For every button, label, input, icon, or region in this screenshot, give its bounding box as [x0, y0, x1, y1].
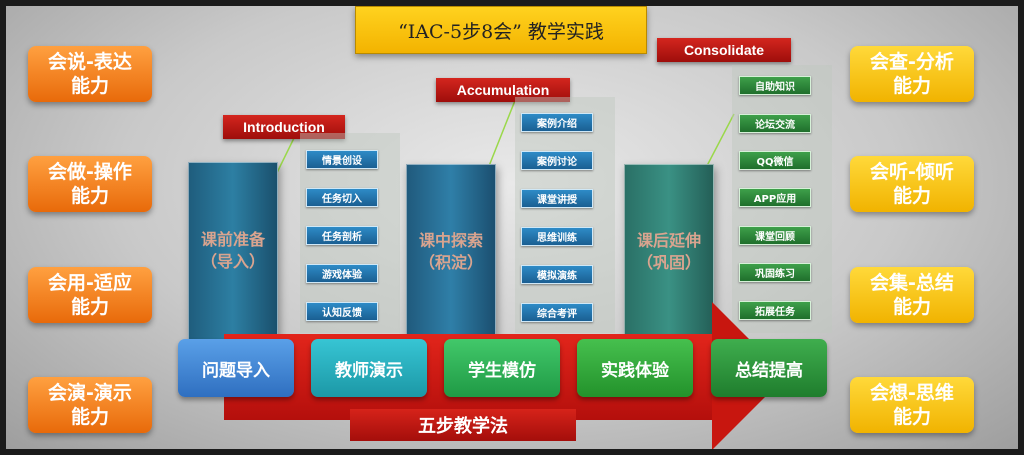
- stage-item: 综合考评: [521, 303, 593, 322]
- stage-panel-accumulation: [515, 97, 615, 333]
- stage-item: 课堂回顾: [739, 226, 811, 245]
- stage-item: 课堂讲授: [521, 189, 593, 208]
- stage-item: 认知反馈: [306, 302, 378, 321]
- ability-box-speak: 会说-表达 能力: [28, 46, 152, 102]
- step-problem-intro: 问题导入: [178, 339, 294, 397]
- stage-item: 案例讨论: [521, 151, 593, 170]
- diagram-title: “IAC-5步8会” 教学实践: [355, 6, 647, 54]
- stage-sign-introduction: Introduction: [223, 115, 345, 139]
- method-label: 五步教学法: [350, 409, 576, 441]
- diagram-canvas: “IAC-5步8会” 教学实践 会说-表达 能力 会做-操作 能力 会用-适应 …: [6, 6, 1018, 449]
- stage-item: 案例介绍: [521, 113, 593, 132]
- ability-box-demonstrate: 会演-演示 能力: [28, 377, 152, 433]
- ability-box-analyze: 会查-分析 能力: [850, 46, 974, 102]
- stage-item: 思维训练: [521, 227, 593, 246]
- stage-item: APP应用: [739, 188, 811, 207]
- ability-box-apply: 会用-适应 能力: [28, 267, 152, 323]
- ability-box-think: 会想-思维 能力: [850, 377, 974, 433]
- stage-item: 自助知识: [739, 76, 811, 95]
- stage-item: 巩固练习: [739, 263, 811, 282]
- step-practice: 实践体验: [577, 339, 693, 397]
- stage-item: 论坛交流: [739, 114, 811, 133]
- ability-box-listen: 会听-倾听 能力: [850, 156, 974, 212]
- stage-item: 任务切入: [306, 188, 378, 207]
- stage-book-consolidate: 课后延伸 （巩固）: [624, 164, 714, 340]
- step-teacher-demo: 教师演示: [311, 339, 427, 397]
- stage-item: 模拟演练: [521, 265, 593, 284]
- stage-item: 任务剖析: [306, 226, 378, 245]
- stage-sign-consolidate: Consolidate: [657, 38, 791, 62]
- stage-sign-accumulation: Accumulation: [436, 78, 570, 102]
- step-student-imitate: 学生模仿: [444, 339, 560, 397]
- stage-book-introduction: 课前准备 （导入）: [188, 162, 278, 340]
- step-summary: 总结提高: [711, 339, 827, 397]
- ability-box-summarize: 会集-总结 能力: [850, 267, 974, 323]
- stage-item: 情景创设: [306, 150, 378, 169]
- stage-item: 游戏体验: [306, 264, 378, 283]
- stage-item: QQ微信: [739, 151, 811, 170]
- stage-book-accumulation: 课中探索 （积淀）: [406, 164, 496, 340]
- ability-box-do: 会做-操作 能力: [28, 156, 152, 212]
